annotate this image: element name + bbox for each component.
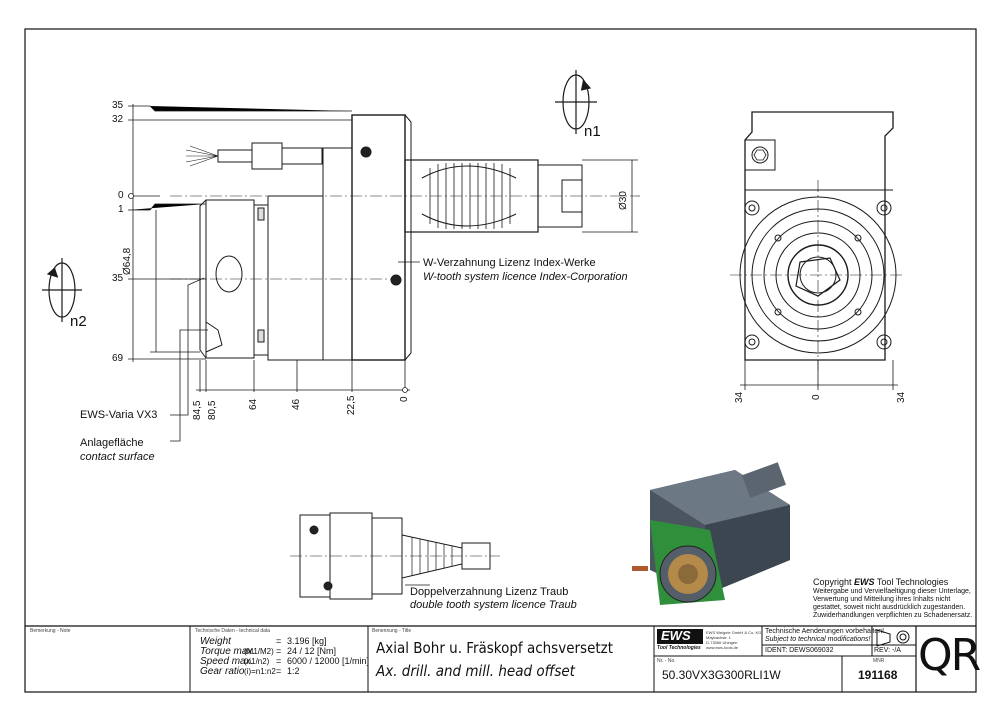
tech-row-value: 1:2 (287, 666, 300, 676)
dim-label-35-top: 35 (112, 100, 124, 111)
callout-varia: EWS-Varia VX3 (80, 409, 158, 421)
callout-wtooth-en: W-tooth system licence Index-Corporation (423, 271, 628, 283)
drawing-title-en: Ax. drill. and mill. head offset (376, 662, 575, 680)
rotation-n1-symbol (555, 70, 597, 134)
tech-row-value: 24 / 12 [Nm] (287, 646, 337, 656)
callout-leaders (170, 261, 420, 442)
mnr-label: MNR (873, 658, 885, 664)
rotation-n2-label: n2 (70, 313, 87, 330)
dim-label-1: 1 (118, 204, 124, 215)
tech-row-sub: (n1/n2) (244, 657, 270, 666)
tech-row-eq: = (276, 656, 282, 666)
tech-row-name: Gear ratio (200, 666, 245, 677)
side-view (170, 114, 640, 361)
callout-double-de: Doppelverzahnung Lizenz Traub (410, 586, 569, 598)
copyright-brand: EWS (854, 577, 875, 587)
company-line-2: Maybachstr. 1 (706, 635, 731, 640)
dim-label-0: 0 (118, 190, 124, 201)
rotation-n1-label: n1 (584, 123, 601, 140)
copyright-line-4: Zuwiderhandlungen verpflichten zu Schade… (813, 612, 973, 619)
company-line-3: D-73066 Uhingen (706, 640, 738, 645)
tech-row-value: 3.196 [kg] (287, 636, 327, 646)
ident-number: IDENT: DEWS069032 (765, 647, 834, 654)
dim-label-35-mid: 35 (112, 273, 124, 284)
front-view (730, 111, 905, 390)
mnr-number: 191168 (858, 668, 898, 682)
dim-label-32: 32 (112, 114, 124, 125)
tb-note-label: Bemerkung - Note (30, 628, 71, 634)
change-notice-de: Technische Aenderungen vorbehalten! (765, 628, 885, 635)
double-tooth-view (290, 512, 500, 600)
nr-label: Nr. - No. (657, 658, 676, 664)
tb-tech-label: Technische Daten - technical data (195, 628, 271, 634)
rotation-n2-symbol (42, 258, 82, 322)
company-line-1: EWS Weigele GmbH & Co. KG (706, 630, 762, 635)
copyright-line-1: Weitergabe und Vervielfaeltigung dieser … (813, 588, 971, 595)
copyright-line-2: Verwertung und Mitteilung ihres Inhalts … (813, 596, 951, 603)
tech-row-sub: (M1/M2) (244, 647, 274, 656)
callout-contact-en: contact surface (80, 451, 155, 463)
revision: REV: -/A (874, 647, 901, 654)
ews-logo-sub: Tool Technologies (657, 645, 701, 651)
drawing-title-de: Axial Bohr u. Fräskopf achsversetzt (376, 639, 614, 657)
sheet-border (24, 28, 977, 693)
left-dimensions (128, 104, 352, 362)
tech-row-eq: = (276, 646, 282, 656)
company-line-4: www.ews-tools.de (706, 645, 739, 650)
callout-contact-de: Anlagefläche (80, 437, 144, 449)
tech-row-name: Speed max. (200, 656, 254, 667)
copyright-prefix: Copyright (813, 577, 855, 587)
tech-row-value: 6000 / 12000 [1/min] (287, 656, 370, 666)
qr-code-label: QR (918, 630, 981, 681)
tech-row-name: Weight (200, 636, 231, 647)
tech-row-eq: = (276, 636, 282, 646)
copyright-title: Copyright EWS Tool Technologies (813, 577, 948, 587)
dim-label-69: 69 (112, 353, 124, 364)
copyright-line-3: gestattet, soweit nicht ausdrücklich zug… (813, 604, 966, 611)
tech-row-sub: (i)=n1:n2 (244, 667, 276, 676)
ews-logo: EWS (661, 628, 691, 643)
callout-wtooth-de: W-Verzahnung Lizenz Index-Werke (423, 257, 596, 269)
change-notice-en: Subject to technical modifications! (765, 636, 871, 643)
tb-designation-label: Benennung - Title (372, 628, 412, 634)
callout-double-en: double tooth system licence Traub (410, 599, 577, 611)
diameter-30-dimension (582, 159, 638, 233)
3d-render (632, 462, 790, 605)
tech-row-eq: = (276, 666, 282, 676)
copyright-suffix: Tool Technologies (874, 577, 949, 587)
tech-row-name: Torque max. (200, 646, 256, 657)
part-number: 50.30VX3G300RLI1W (662, 668, 781, 682)
bottom-dimensions (128, 193, 410, 393)
